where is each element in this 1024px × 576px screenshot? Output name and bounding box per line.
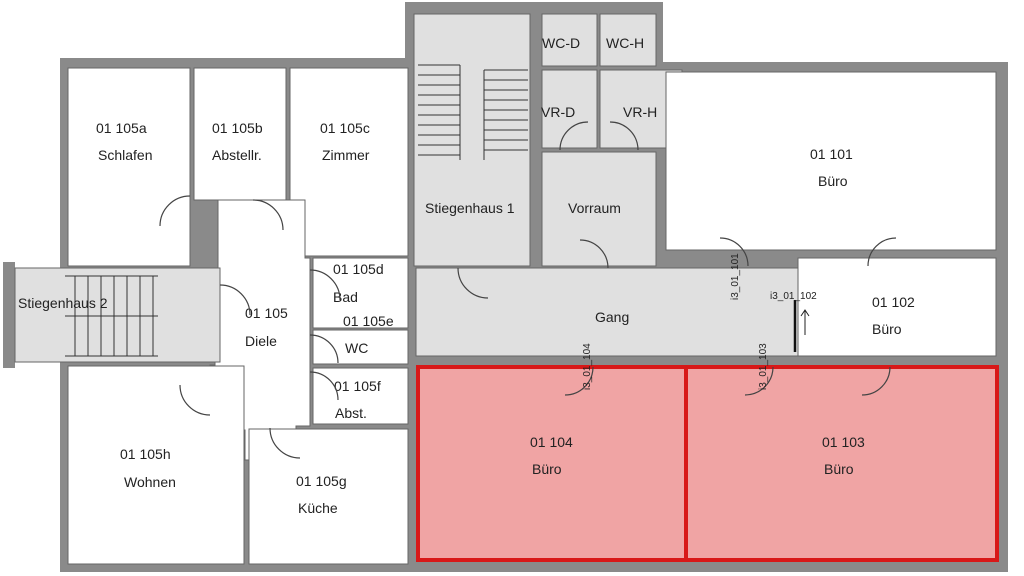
room-gang[interactable]: Gang: [415, 267, 799, 357]
room-01-105d[interactable]: 01 105d Bad: [312, 257, 409, 329]
room-name: Büro: [872, 321, 902, 337]
room-wc-d[interactable]: WC-D: [541, 13, 598, 67]
room-id: 01 105: [245, 305, 288, 321]
room-name: WC-D: [542, 35, 580, 51]
room-id: 01 105b: [212, 120, 263, 136]
room-name: Abstellr.: [212, 147, 262, 163]
room-name: Zimmer: [322, 147, 370, 163]
room-name: Vorraum: [568, 200, 621, 216]
room-name: Gang: [595, 309, 629, 325]
room-wc-h[interactable]: WC-H: [599, 13, 657, 67]
room-name: Abst.: [335, 405, 367, 421]
room-01-104[interactable]: 01 104 Büro: [416, 365, 688, 562]
stairwell-1[interactable]: Stiegenhaus 1: [413, 13, 531, 267]
room-id: 01 105c: [320, 120, 370, 136]
door-label-101: i3_01_101: [730, 253, 741, 300]
stairwell-2[interactable]: Stiegenhaus 2: [3, 262, 221, 368]
room-id: 01 102: [872, 294, 915, 310]
room-01-102[interactable]: 01 102 Büro: [797, 257, 997, 357]
room-name: Stiegenhaus 2: [18, 295, 108, 311]
door-label-102: i3_01_102: [770, 291, 817, 302]
room-name: Wohnen: [124, 474, 176, 490]
stairs-icon: [418, 64, 528, 160]
stairs-icon: [65, 275, 158, 357]
room-name: Stiegenhaus 1: [425, 200, 515, 216]
room-name: VR-H: [623, 104, 657, 120]
room-01-105f[interactable]: 01 105f Abst.: [312, 367, 409, 425]
room-name: WC-H: [606, 35, 644, 51]
door-swings: [159, 121, 897, 459]
room-name: VR-D: [541, 104, 575, 120]
room-id: 01 105a: [96, 120, 147, 136]
room-id: 01 105e: [343, 313, 394, 329]
room-name: Diele: [245, 333, 277, 349]
room-id: 01 105g: [296, 473, 347, 489]
room-id: 01 104: [530, 434, 573, 450]
room-vorraum[interactable]: Vorraum: [541, 151, 657, 267]
room-name: Küche: [298, 500, 338, 516]
room-id: 01 105h: [120, 446, 171, 462]
room-vr-d[interactable]: VR-D: [541, 69, 598, 149]
room-name: Bad: [333, 289, 358, 305]
room-01-101[interactable]: 01 101 Büro: [665, 71, 997, 251]
room-id: 01 103: [822, 434, 865, 450]
room-01-103[interactable]: 01 103 Büro: [684, 365, 999, 562]
door-label-104: i3_01_104: [582, 343, 593, 390]
room-name: Schlafen: [98, 147, 152, 163]
room-01-105g[interactable]: 01 105g Küche: [248, 428, 409, 565]
room-01-105a[interactable]: 01 105a Schlafen: [67, 67, 191, 267]
room-id: 01 101: [810, 146, 853, 162]
arrow-up-icon: [800, 309, 810, 335]
room-01-105c[interactable]: 01 105c Zimmer: [289, 67, 409, 257]
room-id: 01 105f: [334, 378, 381, 394]
room-name: Büro: [824, 461, 854, 477]
room-id: 01 105d: [333, 261, 384, 277]
room-01-105b[interactable]: 01 105b Abstellr.: [193, 67, 287, 201]
room-name: Büro: [532, 461, 562, 477]
door-label-103: i3_01_103: [758, 343, 769, 390]
room-01-105h[interactable]: 01 105h Wohnen: [67, 365, 245, 565]
room-name: WC: [345, 340, 368, 356]
room-name: Büro: [818, 173, 848, 189]
room-01-105e[interactable]: 01 105e WC: [312, 313, 409, 365]
